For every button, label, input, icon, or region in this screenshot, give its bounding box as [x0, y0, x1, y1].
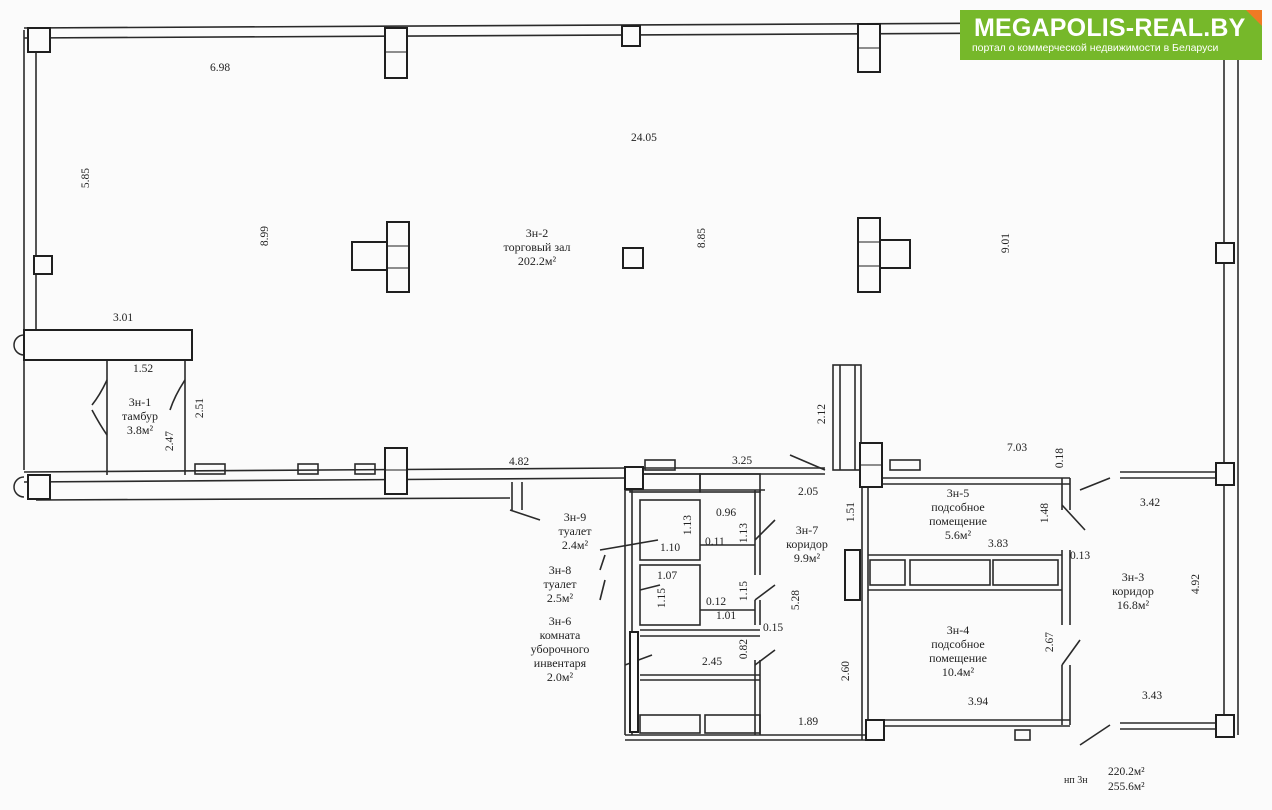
dim-label: 3.83: [988, 538, 1009, 550]
dim-label: 0.18: [1054, 447, 1067, 469]
room-name: тамбур: [122, 409, 158, 423]
dim-label: 1.48: [1039, 502, 1052, 524]
room-name: туалет: [558, 524, 592, 538]
dim-label: 2.45: [702, 656, 723, 668]
room-name: коридор: [786, 537, 828, 551]
logo-brand-text: MEGAPOLIS-REAL.BY: [974, 14, 1246, 42]
room-name: инвентаря: [533, 656, 587, 670]
dim-label: 4.82: [509, 456, 530, 468]
dim-label: 24.05: [631, 132, 657, 144]
room-3n-4-label: 3н-4 подсобное помещение 10.4м²: [913, 623, 1003, 679]
room-area: 16.8м²: [1116, 598, 1150, 612]
dim-label: 5.85: [80, 167, 93, 189]
room-area: 202.2м²: [517, 254, 557, 268]
megapolis-logo[interactable]: MEGAPOLIS-REAL.BY портал о коммерческой …: [960, 10, 1262, 60]
dim-label: 2.67: [1044, 631, 1057, 653]
room-3n-3-label: 3н-3 коридор 16.8м²: [1098, 570, 1168, 612]
dim-label: 2.51: [194, 397, 207, 419]
dim-label: 3.42: [1140, 497, 1161, 509]
room-id: 3н-7: [795, 523, 819, 537]
dim-label: 3.43: [1142, 690, 1163, 702]
room-name: подсобное: [931, 500, 985, 514]
room-id: 3н-8: [548, 563, 572, 577]
room-id: 3н-2: [525, 226, 549, 240]
room-area: 2.5м²: [546, 591, 574, 605]
room-id: 3н-4: [946, 623, 970, 637]
room-area: 2.0м²: [546, 670, 574, 684]
dim-label: 0.82: [738, 638, 751, 660]
room-area: 10.4м²: [941, 665, 975, 679]
room-3n-1-label: 3н-1 тамбур 3.8м²: [110, 395, 170, 437]
logo-corner-accent: [1246, 10, 1262, 26]
room-name: комната: [539, 628, 581, 642]
room-name: помещение: [929, 514, 987, 528]
dim-label: 1.15: [656, 587, 669, 609]
room-area: 5.6м²: [944, 528, 972, 542]
dim-label: 7.03: [1007, 442, 1028, 454]
room-id: 3н-6: [548, 614, 572, 628]
dim-label: 0.15: [763, 622, 784, 634]
dim-label: 1.15: [738, 580, 751, 602]
room-3n-5-label: 3н-5 подсобное помещение 5.6м²: [913, 486, 1003, 542]
room-3n-7-label: 3н-7 коридор 9.9м²: [777, 523, 837, 565]
dim-label: 0.96: [716, 507, 737, 519]
dim-label: 2.12: [816, 403, 829, 425]
room-3n-2-label: 3н-2 торговый зал 202.2м²: [487, 226, 587, 268]
room-id: 3н-5: [946, 486, 970, 500]
room-3n-9-label: 3н-9 туалет 2.4м²: [540, 510, 610, 552]
dim-label: 0.13: [1070, 550, 1091, 562]
dim-label: 1.13: [738, 522, 751, 544]
room-id: 3н-9: [563, 510, 587, 524]
room-3n-8-label: 3н-8 туалет 2.5м²: [525, 563, 595, 605]
dim-label: 1.10: [660, 542, 681, 554]
logo-tagline: портал о коммерческой недвижимости в Бел…: [972, 42, 1219, 54]
summary-area-1: 220.2м²: [1108, 766, 1145, 778]
dim-label: 1.01: [716, 610, 737, 622]
dim-label: 0.12: [706, 596, 727, 608]
room-3n-6-label: 3н-6 комната уборочного инвентаря 2.0м²: [515, 614, 605, 684]
room-id: 3н-1: [128, 395, 152, 409]
room-area: 3.8м²: [126, 423, 154, 437]
room-name: туалет: [543, 577, 577, 591]
room-area: 9.9м²: [793, 551, 821, 565]
room-name: коридор: [1112, 584, 1154, 598]
room-area: 2.4м²: [561, 538, 589, 552]
dim-label: 2.05: [798, 486, 819, 498]
dim-label: 1.52: [133, 363, 154, 375]
dim-label: 3.25: [732, 455, 753, 467]
room-name: уборочного: [530, 642, 590, 656]
dim-label: 8.99: [259, 225, 272, 247]
dim-label: 5.28: [790, 589, 803, 611]
dim-label: 3.01: [113, 312, 134, 324]
area-summary: нп 3н 220.2м² 255.6м²: [1064, 765, 1145, 795]
dim-label: 8.85: [696, 227, 709, 249]
room-id: 3н-3: [1121, 570, 1145, 584]
dim-label: 2.60: [840, 660, 853, 682]
dim-label: 4.92: [1190, 573, 1203, 595]
dim-label: 1.89: [798, 716, 819, 728]
summary-label: нп 3н: [1064, 775, 1088, 786]
summary-area-2: 255.6м²: [1108, 781, 1145, 793]
dim-label: 3.94: [968, 696, 989, 708]
room-name: торговый зал: [503, 240, 571, 254]
dim-label: 9.01: [1000, 232, 1013, 254]
dim-label: 1.13: [682, 514, 695, 536]
dim-label: 0.11: [705, 536, 725, 548]
dim-label: 1.51: [845, 501, 858, 523]
dim-label: 1.07: [657, 570, 678, 582]
room-name: подсобное: [931, 637, 985, 651]
dim-label: 6.98: [210, 62, 231, 74]
room-name: помещение: [929, 651, 987, 665]
